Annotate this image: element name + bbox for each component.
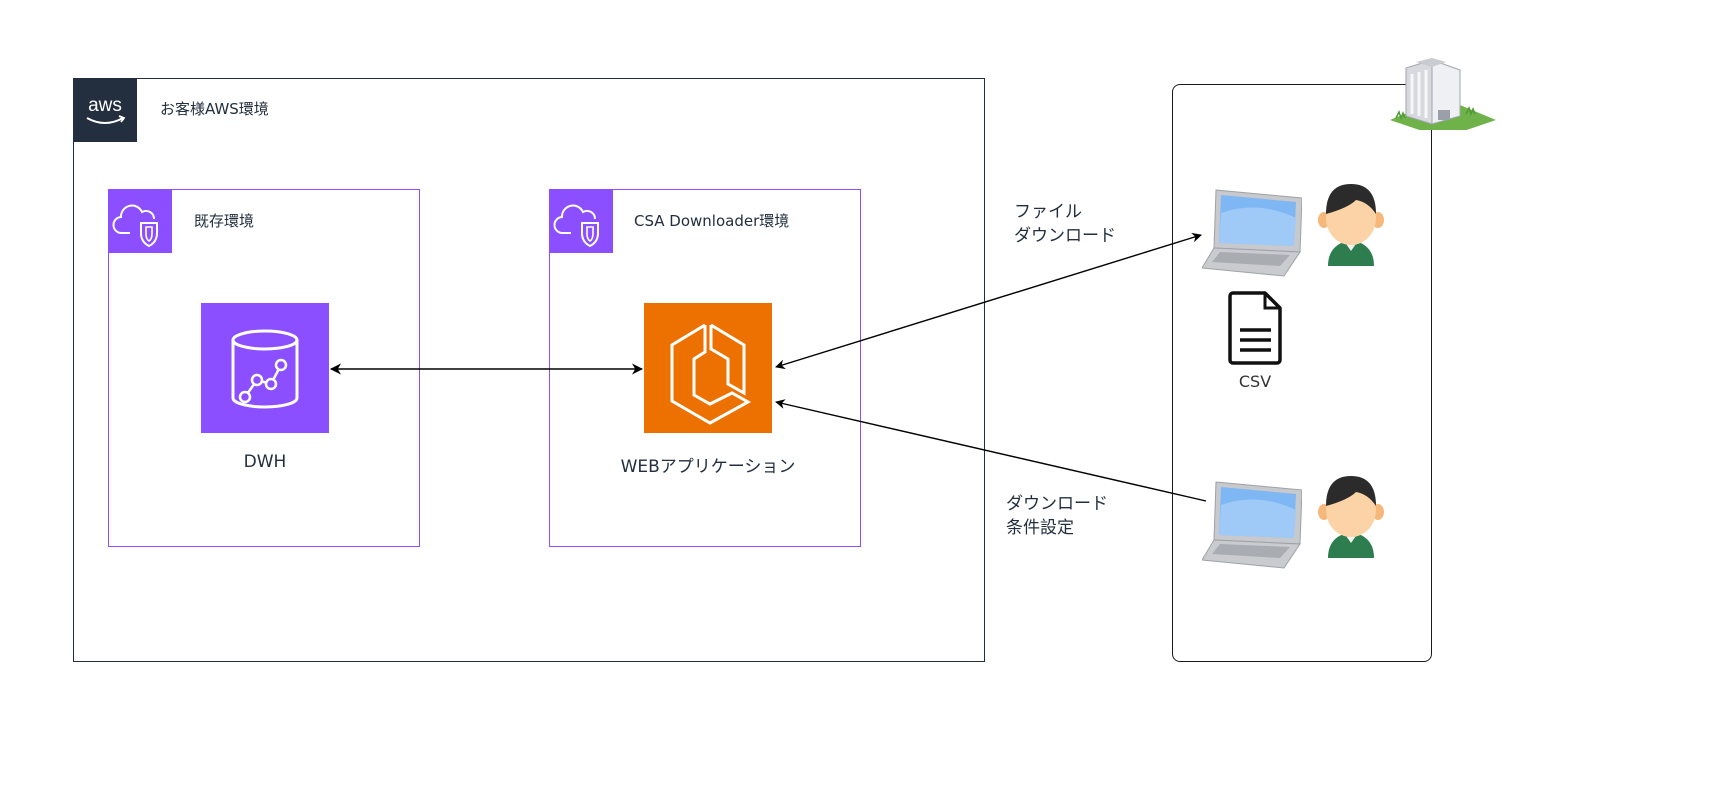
- container-service-icon: [670, 323, 752, 425]
- edge-label-download-conditions: ダウンロード 条件設定: [1006, 492, 1108, 540]
- client-office-group: [1172, 84, 1432, 662]
- edge-label-line: ダウンロード: [1006, 494, 1108, 514]
- web-application-service[interactable]: [644, 303, 772, 433]
- edge-label-line: ファイル: [1014, 202, 1082, 222]
- aws-logo-text: aws: [88, 95, 122, 116]
- document-icon[interactable]: [1227, 290, 1283, 366]
- aws-logo-icon: aws: [73, 78, 137, 142]
- edge-label-line: 条件設定: [1006, 518, 1074, 538]
- user-laptop-2[interactable]: [1201, 480, 1303, 572]
- dwh-service[interactable]: [201, 303, 329, 433]
- existing-environment-title: 既存環境: [194, 212, 255, 230]
- vpc-cloud-shield-icon: [549, 189, 613, 253]
- database-analytics-icon: [231, 329, 299, 409]
- edge-label-file-download: ファイル ダウンロード: [1014, 200, 1116, 248]
- vpc-cloud-shield-icon: [108, 189, 172, 253]
- laptop-icon: [1201, 481, 1303, 569]
- csv-label: CSV: [1238, 372, 1272, 391]
- web-application-label: WEBアプリケーション: [620, 457, 796, 477]
- edge-label-line: ダウンロード: [1014, 226, 1116, 246]
- laptop-icon: [1201, 189, 1303, 277]
- office-building-icon: [1388, 58, 1498, 138]
- user-person-1-icon: [1316, 184, 1386, 266]
- user-person-2-icon: [1316, 476, 1386, 558]
- user-laptop-1[interactable]: [1201, 188, 1303, 280]
- dwh-label: DWH: [243, 452, 287, 472]
- aws-group-title: お客様AWS環境: [160, 100, 269, 118]
- csa-downloader-environment-title: CSA Downloader環境: [634, 212, 790, 230]
